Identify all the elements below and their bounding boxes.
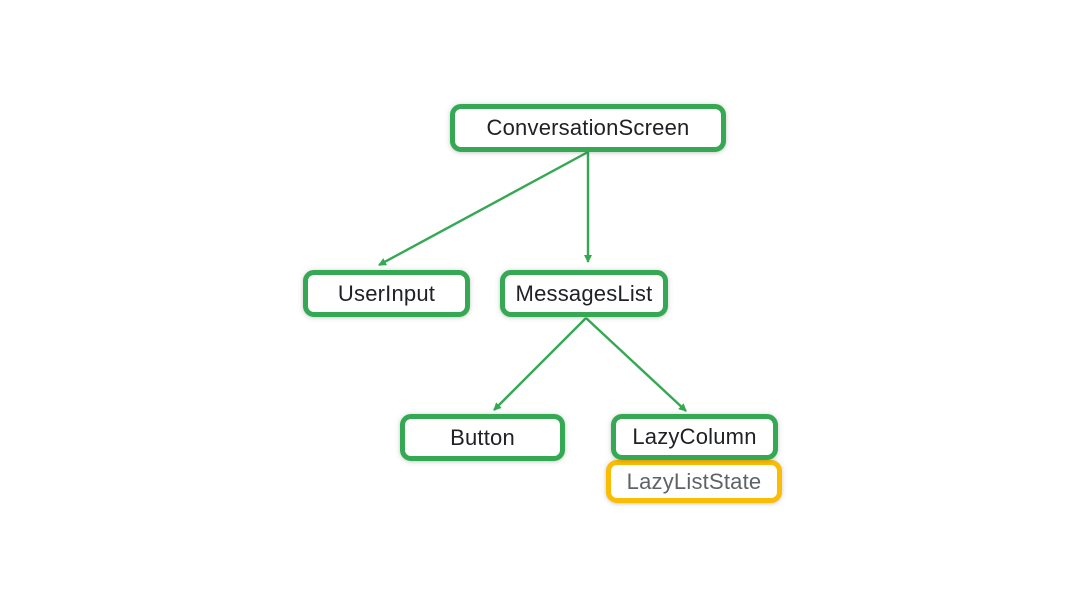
node-button: Button (400, 414, 565, 461)
node-conversation-screen-label: ConversationScreen (486, 115, 690, 140)
node-messages-list: MessagesList (500, 270, 668, 317)
node-lazy-column: LazyColumn (611, 414, 778, 460)
edge-conversationscreen-to-userinput (378, 150, 589, 267)
edge-messageslist-to-lazycolumn (585, 317, 687, 412)
node-button-label: Button (450, 424, 515, 450)
node-lazy-column-label: LazyColumn (632, 424, 757, 449)
edge-messageslist-to-button (493, 317, 587, 411)
node-messages-list-label: MessagesList (515, 280, 653, 306)
node-user-input: UserInput (303, 270, 470, 317)
node-lazy-list-state-label: LazyListState (626, 468, 762, 494)
node-conversation-screen: ConversationScreen (450, 104, 726, 152)
node-user-input-label: UserInput (337, 280, 436, 306)
node-lazy-list-state: LazyListState (606, 460, 782, 503)
